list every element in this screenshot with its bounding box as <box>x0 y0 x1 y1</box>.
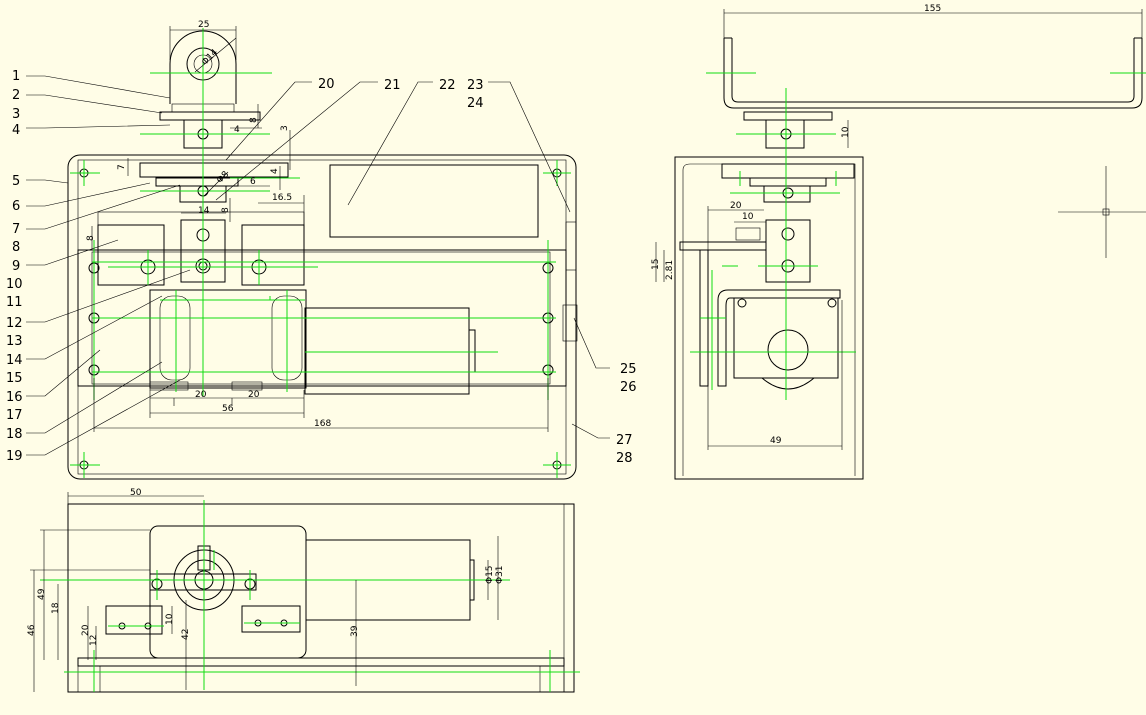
dim-phi8: Φ8 <box>215 169 231 185</box>
callout-16: 16 <box>6 390 23 405</box>
callout-27: 27 <box>616 433 633 448</box>
callout-25: 25 <box>620 362 637 377</box>
dim-8c: 8 <box>221 207 231 213</box>
front-view <box>67 28 578 480</box>
dim-20b: 20 <box>248 390 260 400</box>
dim-7: 7 <box>117 164 127 170</box>
dim-15a: 15 <box>651 259 661 270</box>
dim-4a: 4 <box>234 125 240 135</box>
dim-10b: 10 <box>742 212 754 222</box>
dim-phi15: Φ15 <box>485 565 495 584</box>
top-view <box>30 492 580 693</box>
dim-phi31: Φ31 <box>495 565 505 584</box>
dim-10c: 10 <box>165 613 175 625</box>
dim-14: 14 <box>198 206 210 216</box>
side-view <box>655 9 1146 480</box>
callout-15: 15 <box>6 371 23 386</box>
callout-20: 20 <box>318 77 335 92</box>
callout-19: 19 <box>6 449 23 464</box>
callout-24: 24 <box>467 96 484 111</box>
dim-4b: 4 <box>270 168 280 174</box>
top-gearbox <box>149 525 307 659</box>
callout-14: 14 <box>6 353 23 368</box>
dim-155: 155 <box>924 4 941 14</box>
callout-28: 28 <box>616 451 633 466</box>
callout-21: 21 <box>384 78 401 93</box>
gearbox <box>149 289 307 389</box>
front-dimensions <box>91 26 549 432</box>
electronics-box <box>329 164 539 238</box>
callout-22: 22 <box>439 78 456 93</box>
callout-9: 9 <box>12 259 20 274</box>
callout-11: 11 <box>6 295 23 310</box>
dim-16-5: 16.5 <box>272 193 292 203</box>
callout-18: 18 <box>6 427 23 442</box>
dim-39: 39 <box>350 625 360 637</box>
callout-17: 17 <box>6 408 23 423</box>
callout-1: 1 <box>12 69 20 84</box>
dim-2-81: 2.81 <box>665 260 675 280</box>
dim-46: 46 <box>27 624 37 636</box>
handle-bar <box>723 38 1143 109</box>
main-plate <box>77 249 567 387</box>
callout-8: 8 <box>12 240 20 255</box>
dim-49b: 49 <box>37 588 47 600</box>
callout-7: 7 <box>12 222 20 237</box>
callout-6: 6 <box>12 199 20 214</box>
dim-20c: 20 <box>730 201 742 211</box>
callout-5: 5 <box>12 174 20 189</box>
dim-18: 18 <box>51 602 61 614</box>
enclosure-outline <box>67 154 577 480</box>
dim-8a: 8 <box>249 117 259 123</box>
top-enclosure <box>67 503 575 693</box>
side-enclosure <box>674 156 864 480</box>
callout-23: 23 <box>467 78 484 93</box>
callout-4: 4 <box>12 123 20 138</box>
dim-3: 3 <box>280 125 290 131</box>
dim-6: 6 <box>250 177 256 187</box>
dim-42: 42 <box>181 629 191 640</box>
dim-20d: 20 <box>81 624 91 636</box>
callout-13: 13 <box>6 334 23 349</box>
cad-cursor-box <box>1102 208 1110 216</box>
dim-10a: 10 <box>841 126 851 138</box>
dim-12: 12 <box>89 635 99 646</box>
dim-8d: 8 <box>86 235 96 241</box>
callout-26: 26 <box>620 380 637 395</box>
dim-20a: 20 <box>195 390 207 400</box>
dim-25: 25 <box>198 20 209 30</box>
dim-50: 50 <box>130 488 142 498</box>
callout-3: 3 <box>12 107 20 122</box>
motor-body <box>304 307 470 395</box>
callout-2: 2 <box>12 88 20 103</box>
dim-168: 168 <box>314 419 331 429</box>
callout-numbers: 1 2 3 4 5 6 7 8 9 10 11 12 13 14 15 16 1… <box>6 69 637 466</box>
callout-12: 12 <box>6 316 23 331</box>
callout-10: 10 <box>6 277 23 292</box>
dim-56: 56 <box>222 404 234 414</box>
callout-leaders <box>26 75 610 456</box>
dim-49a: 49 <box>770 436 782 446</box>
